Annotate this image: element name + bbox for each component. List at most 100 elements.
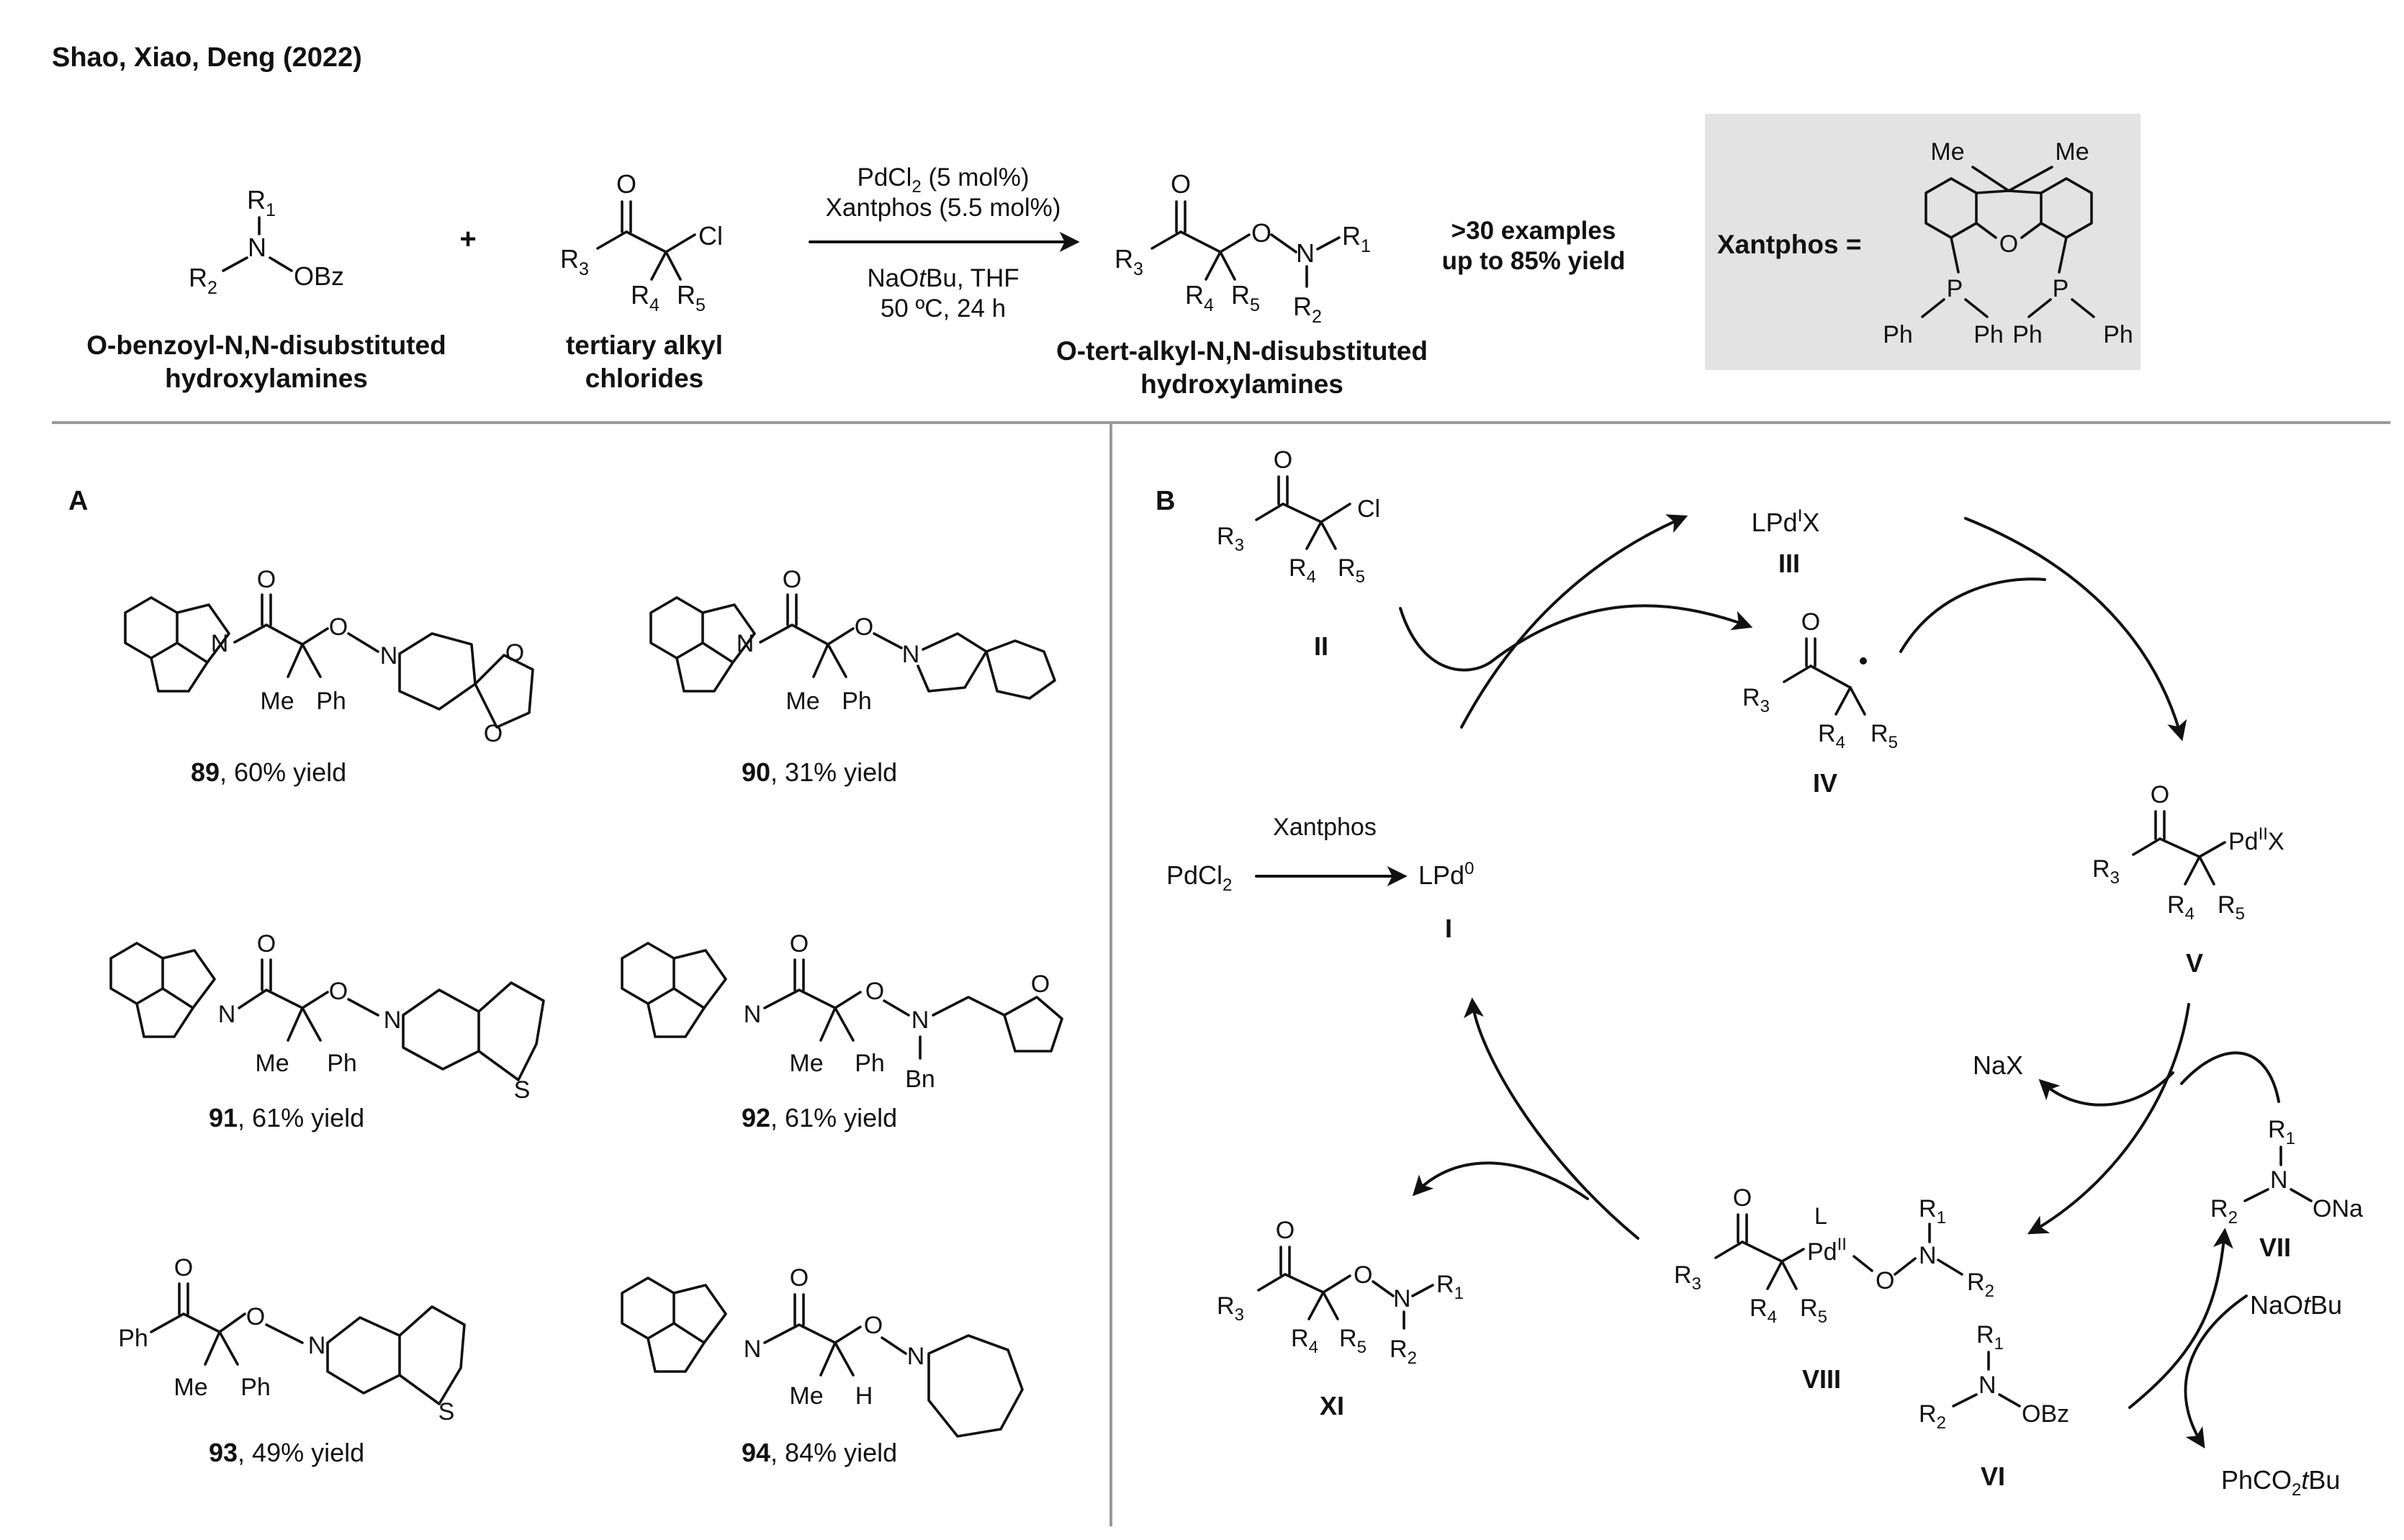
svg-text:Me: Me [260, 688, 294, 715]
compound-89-structure: N O O Me Ph N O O [124, 566, 534, 747]
intermediate-V-structure: O R3 PdIIX R4 R5 [2092, 781, 2284, 924]
svg-text:R1: R1 [1436, 1271, 1464, 1303]
svg-text:O: O [783, 566, 801, 593]
svg-text:O: O [616, 169, 636, 199]
compound-93-structure: Ph O O Me Ph N S [118, 1254, 466, 1426]
condition-catalyst: PdCl2 (5 mol%) [857, 163, 1030, 197]
svg-text:Me: Me [1930, 138, 1964, 166]
svg-text:H: H [855, 1382, 873, 1410]
intermediate-VII-structure: R1 N R2 ONa [2210, 1116, 2363, 1228]
svg-text:N: N [902, 641, 920, 668]
svg-text:R2: R2 [1293, 292, 1322, 327]
product-structure: O R3 O N R1 R2 R4 R5 [1115, 169, 1371, 327]
svg-text:N: N [744, 1336, 762, 1363]
label-V: V [2186, 948, 2203, 978]
svg-text:OBz: OBz [2022, 1400, 2069, 1428]
svg-text:R4: R4 [2167, 891, 2194, 924]
ligand-xantphos: Xantphos [1273, 814, 1377, 841]
svg-text:O: O [1876, 1267, 1894, 1294]
product-name-line1: O-tert-alkyl-N,N-disubstituted [1056, 336, 1428, 366]
svg-text:OBz: OBz [294, 261, 344, 291]
svg-text:N: N [2270, 1166, 2288, 1194]
svg-text:S: S [514, 1076, 531, 1104]
svg-text:R4: R4 [1750, 1294, 1777, 1327]
svg-text:R2: R2 [2210, 1195, 2238, 1228]
svg-text:O: O [790, 930, 809, 958]
svg-text:Ph: Ph [118, 1325, 148, 1352]
svg-text:N: N [744, 1001, 762, 1028]
svg-text:Ph: Ph [327, 1050, 357, 1077]
svg-text:O: O [1276, 1217, 1295, 1244]
product-name-line2: hydroxylamines [1140, 369, 1343, 399]
intermediate-VIII-structure: O R3 L PdII O N R1 R2 R4 R5 [1674, 1184, 1994, 1327]
svg-text:R2: R2 [1967, 1269, 1994, 1301]
scope-line1: >30 examples [1451, 217, 1616, 245]
xantphos-label: Xantphos = [1717, 230, 1861, 259]
compound-91-caption: 91, 61% yield [209, 1103, 364, 1133]
svg-text:Ph: Ph [855, 1050, 885, 1077]
svg-text:O: O [1354, 1261, 1372, 1289]
label-VII: VII [2259, 1233, 2291, 1262]
citation-title: Shao, Xiao, Deng (2022) [52, 42, 362, 73]
svg-text:O: O [864, 1312, 883, 1339]
reactant1-name-line1: O-benzoyl-N,N-disubstituted [86, 330, 446, 360]
reactant1-name-line2: hydroxylamines [165, 364, 368, 393]
svg-text:N: N [384, 1007, 402, 1034]
svg-text:Cl: Cl [698, 221, 723, 251]
condition-temperature-time: 50 ºC, 24 h [881, 294, 1006, 323]
svg-text:R2: R2 [1919, 1400, 1946, 1433]
svg-text:O: O [329, 978, 348, 1005]
label-VIII: VIII [1802, 1364, 1841, 1394]
compound-89-caption: 89, 60% yield [191, 757, 346, 787]
label-III: III [1778, 549, 1800, 578]
svg-text:O: O [855, 613, 873, 641]
svg-text:O: O [257, 930, 276, 958]
svg-text:N: N [1919, 1242, 1937, 1269]
svg-text:PdII: PdII [1807, 1235, 1847, 1266]
svg-text:O: O [2151, 781, 2169, 809]
svg-text:Ph: Ph [2012, 321, 2043, 348]
catalyst-I: LPd0 [1418, 859, 1474, 890]
svg-text:O: O [484, 720, 503, 747]
svg-text:R5: R5 [677, 280, 706, 315]
intermediate-II-structure: O R3 Cl R4 R5 [1217, 446, 1380, 587]
label-II: II [1314, 631, 1328, 661]
svg-text:N: N [1296, 238, 1315, 268]
xantphos-structure: Me Me O P P Ph Ph Ph Ph [1883, 138, 2133, 348]
svg-text:O: O [1733, 1184, 1752, 1212]
compound-91-structure: N O O Me Ph N S [109, 930, 545, 1104]
species-nax: NaX [1973, 1050, 2023, 1080]
svg-text:R3: R3 [1674, 1261, 1701, 1294]
compound-90-caption: 90, 31% yield [742, 757, 897, 787]
svg-text:ONa: ONa [2313, 1195, 2363, 1222]
svg-text:N: N [1393, 1285, 1411, 1312]
label-VI: VI [1981, 1462, 2005, 1491]
svg-text:R5: R5 [1339, 1325, 1367, 1357]
svg-text:O: O [246, 1303, 265, 1330]
reactant2-structure: O R3 Cl R4 R5 [560, 169, 723, 315]
svg-text:N: N [380, 642, 398, 670]
intermediate-IV-structure: O R3 R4 R5 [1742, 608, 1898, 752]
label-I: I [1445, 914, 1452, 943]
svg-text:R4: R4 [631, 280, 659, 315]
plus-sign: + [459, 223, 476, 255]
compound-92-caption: 92, 61% yield [742, 1103, 897, 1133]
svg-text:R2: R2 [189, 263, 217, 298]
svg-text:R1: R1 [247, 185, 276, 220]
panel-b-label: B [1156, 486, 1175, 516]
reactant1-structure: R1 N R2 OBz [189, 185, 344, 298]
scope-line2: up to 85% yield [1442, 247, 1626, 275]
svg-text:O: O [1031, 971, 1050, 998]
svg-text:O: O [257, 566, 276, 593]
svg-text:R3: R3 [560, 244, 589, 279]
svg-text:O: O [790, 1264, 809, 1292]
svg-text:O: O [1171, 169, 1191, 199]
label-IV: IV [1813, 768, 1837, 798]
svg-text:N: N [1978, 1372, 1996, 1399]
intermediate-VI-structure: R1 N R2 OBz [1919, 1321, 2069, 1433]
svg-text:R3: R3 [2092, 855, 2120, 888]
svg-text:O: O [329, 613, 348, 641]
svg-text:Cl: Cl [1357, 495, 1380, 523]
svg-text:Ph: Ph [240, 1374, 271, 1401]
label-XI: XI [1320, 1391, 1344, 1420]
